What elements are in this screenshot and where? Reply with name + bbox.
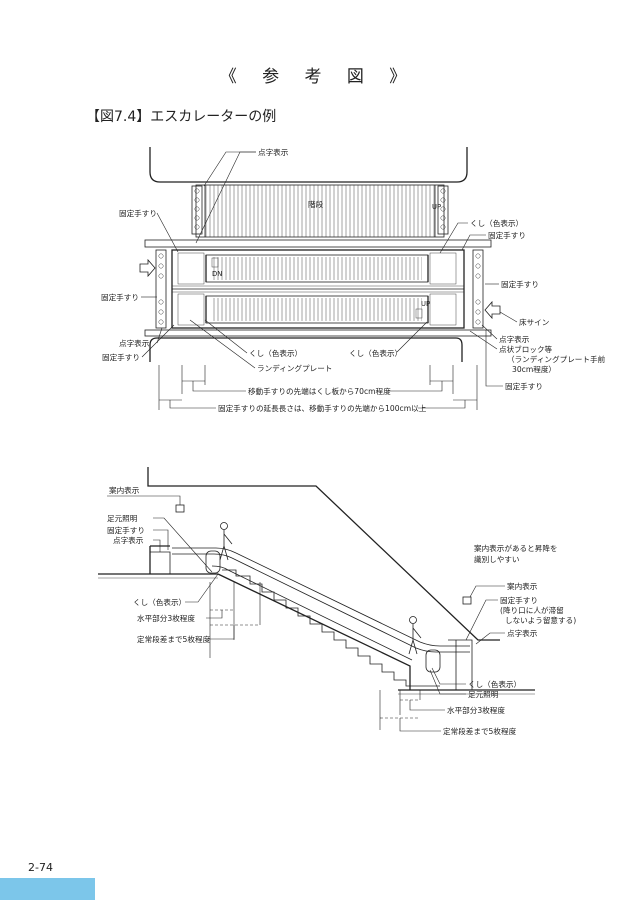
- person-lower-icon: [408, 616, 422, 655]
- plan-tenji-right-col: [472, 249, 484, 329]
- section-newel-lower: [425, 649, 441, 673]
- section-guide-sign-lower: [462, 596, 472, 605]
- label-kotei-l2: 固定手すり: [101, 292, 139, 302]
- plan-view: 階段 UP DN UP: [101, 147, 606, 413]
- section-handrail-inner: [172, 553, 470, 653]
- label-kotei-r2: 固定手すり: [501, 279, 539, 289]
- section-ceiling: [147, 467, 500, 641]
- label-dim1: 移動手すりの先端はくし板から70cm程度: [248, 386, 391, 396]
- page-heading: 《 参 考 図 》: [219, 67, 417, 87]
- label-sec-kotei-r-note2: しないよう留意する): [505, 615, 576, 625]
- label-tenji-r: 点字表示: [499, 334, 530, 344]
- label-kushi-l: くし（色表示）: [249, 348, 302, 358]
- label-up-mid: UP: [421, 300, 430, 308]
- label-landing-plate: ランディングプレート: [257, 363, 332, 373]
- section-view: 案内表示 足元照明 固定手すり 点字表示 くし（色表示） 水平部分3枚程度 定常…: [98, 467, 576, 736]
- plan-stair-treads: [205, 185, 435, 237]
- figure-title: 【図7.4】エスカレーターの例: [86, 109, 277, 125]
- label-landing-note2: 30cm程度）: [512, 364, 556, 374]
- plan-landing-bottom: [144, 329, 492, 337]
- plan-landing-top: [144, 239, 492, 248]
- label-dim2: 固定手すりの延長長さは、移動手すりの先端から100cm以上: [218, 403, 427, 413]
- label-sec-kushi-l: くし（色表示）: [133, 597, 186, 607]
- section-steps: [222, 569, 440, 687]
- section-fixed-rail-lower: [448, 639, 473, 690]
- label-sec-ashimoto-r: 足元照明: [468, 690, 499, 699]
- label-sec-kotei-r: 固定手すり: [500, 595, 538, 605]
- floor-sign-arrow-right: [484, 300, 501, 320]
- label-sec-kotei-r-note1: (降り口に人が滞留: [500, 605, 564, 615]
- label-kushi-r: くし（色表示）: [470, 218, 523, 228]
- section-truss-bottom: [217, 573, 411, 690]
- label-sec-annai-r: 案内表示: [507, 581, 538, 591]
- plan-escalator-dn: [177, 252, 457, 285]
- label-kushi-c: くし（色表示）: [349, 348, 402, 358]
- label-kotei-l1: 固定手すり: [119, 208, 157, 218]
- label-kotei-l3: 固定手すり: [102, 352, 140, 362]
- label-sec-suihei-r: 水平部分3枚程度: [447, 705, 505, 715]
- plan-escalator-up: [177, 293, 457, 326]
- label-tenji-l: 点字表示: [119, 338, 150, 348]
- plan-stair-tenji-left: [191, 185, 203, 235]
- label-kaidan: 階段: [308, 199, 324, 209]
- section-newel-upper: [205, 550, 221, 574]
- label-sec-teijo-r: 定常段差まで5枚程度: [443, 726, 517, 736]
- label-sec-note1: 案内表示があると昇降を: [474, 543, 558, 553]
- section-fixed-rail-upper: [150, 551, 171, 574]
- label-sec-suihei-l: 水平部分3枚程度: [137, 613, 195, 623]
- label-dn: DN: [212, 270, 222, 278]
- footer-color-bar: [0, 878, 95, 900]
- person-upper-icon: [219, 522, 233, 561]
- label-yuka-sign: 床サイン: [519, 317, 549, 327]
- label-sec-tenji-r: 点字表示: [507, 628, 538, 638]
- plan-stair-tenji-right: [437, 185, 449, 235]
- label-sec-note2: 識別しやすい: [474, 554, 520, 564]
- section-handrail-top: [172, 547, 470, 647]
- plan-lower-wall: [149, 337, 463, 362]
- label-up-top: UP: [432, 203, 441, 211]
- label-sec-annai-l: 案内表示: [109, 485, 140, 495]
- plan-upper-wall: [149, 147, 468, 183]
- label-kotei-r3: 固定手すり: [505, 381, 543, 391]
- label-landing-note: （ランディングプレート手前: [507, 354, 606, 364]
- label-kotei-r1: 固定手すり: [488, 230, 526, 240]
- plan-tenji-left-col: [155, 249, 167, 329]
- label-sec-kushi-r: くし（色表示）: [468, 679, 521, 689]
- label-tenji-top: 点字表示: [258, 147, 289, 157]
- label-sec-tenji-l: 点字表示: [113, 535, 144, 545]
- label-sec-kotei-l: 固定手すり: [107, 525, 145, 535]
- page-number: 2-74: [28, 861, 53, 874]
- label-sec-teijo-l: 定常段差まで5枚程度: [137, 634, 211, 644]
- section-guide-sign-upper: [175, 504, 185, 513]
- label-sec-ashimoto-l: 足元照明: [107, 514, 138, 523]
- label-tenjo-block: 点状ブロック等: [499, 344, 553, 354]
- floor-sign-arrow-left: [139, 258, 156, 278]
